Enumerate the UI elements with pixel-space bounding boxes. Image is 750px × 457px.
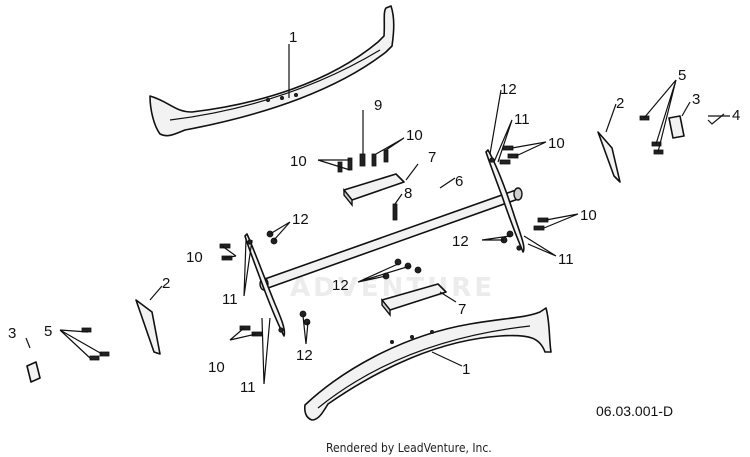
pad-bottom	[381, 283, 447, 317]
callout-2-left: 2	[162, 275, 170, 292]
drawing-number: 06.03.001-D	[596, 403, 673, 419]
callout-labels: 1 1 2 2 3 3 4 5 5 6 7 7 8 9 10 10 10 10 …	[8, 29, 740, 396]
cap-left	[26, 361, 41, 383]
callout-3-right: 3	[692, 91, 700, 108]
leader-lines	[25, 44, 730, 385]
callout-11-d: 11	[240, 379, 256, 396]
callout-11-c: 11	[222, 291, 238, 308]
callout-12-a: 12	[500, 81, 517, 98]
callout-12-e: 12	[296, 347, 313, 364]
hardware-bolts	[81, 115, 664, 361]
callout-5-right: 5	[678, 67, 686, 84]
callout-12-d: 12	[332, 277, 349, 294]
callout-10-c: 10	[548, 135, 565, 152]
bumper-bottom	[303, 307, 552, 421]
bracket-right	[485, 149, 525, 253]
pad-top	[343, 173, 405, 207]
callout-1-top: 1	[289, 29, 297, 46]
cap-right	[668, 115, 685, 139]
bumper-top	[149, 5, 395, 137]
render-credit: Rendered by LeadVenture, Inc.	[326, 441, 492, 455]
callout-9: 9	[374, 97, 382, 114]
pin	[707, 113, 725, 125]
callout-10-a: 10	[290, 153, 307, 170]
callout-11-b: 11	[558, 251, 574, 268]
callout-7-bottom: 7	[458, 301, 466, 318]
guard-right	[597, 131, 621, 183]
callout-7-top: 7	[428, 149, 436, 166]
callout-10-d: 10	[580, 207, 597, 224]
callout-4: 4	[732, 107, 740, 124]
callout-3-left: 3	[8, 325, 16, 342]
callout-10-f: 10	[208, 359, 225, 376]
callout-6: 6	[455, 173, 463, 190]
callout-12-b: 12	[292, 211, 309, 228]
callout-1-bottom: 1	[462, 361, 470, 378]
callout-11-a: 11	[514, 111, 530, 128]
bracket-left	[244, 233, 286, 337]
guard-left	[135, 299, 161, 355]
callout-8: 8	[404, 185, 412, 202]
callout-10-b: 10	[406, 127, 423, 144]
callout-2-right: 2	[616, 95, 624, 112]
callout-12-c: 12	[452, 233, 469, 250]
callout-10-e: 10	[186, 249, 203, 266]
callout-5-left: 5	[44, 323, 52, 340]
